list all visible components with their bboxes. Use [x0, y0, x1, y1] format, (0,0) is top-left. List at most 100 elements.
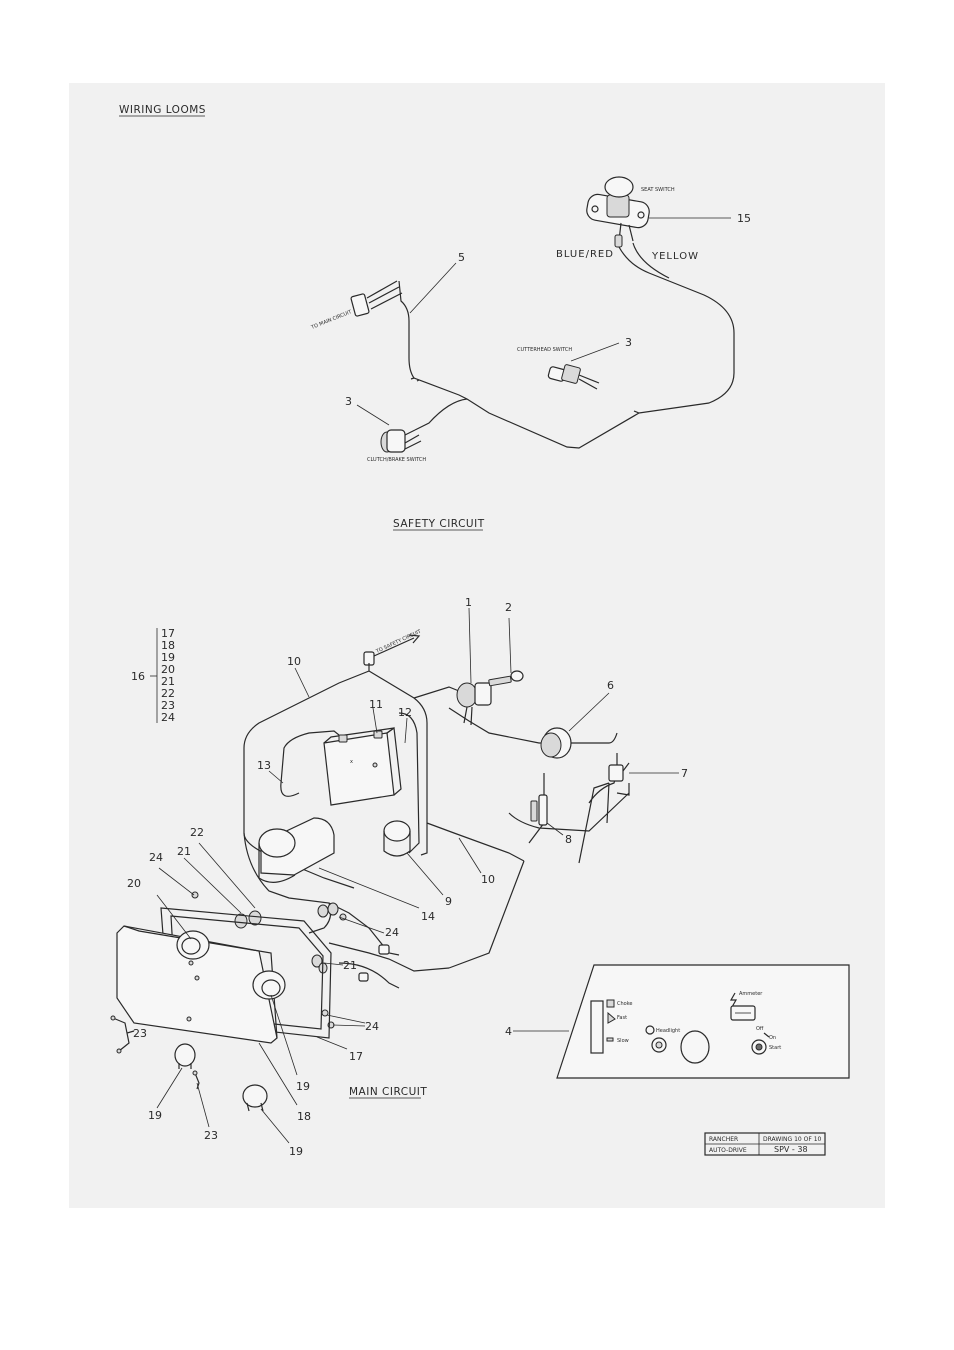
gauge-hole	[680, 1030, 710, 1064]
screw-23-pair	[110, 1015, 135, 1054]
cutterhead-switch	[547, 364, 600, 390]
leader-12	[404, 717, 408, 744]
leader-3-clutch	[356, 404, 390, 426]
leader-19a	[270, 994, 298, 1076]
safety-circuit: SEAT SWITCH 15 BLUE/RED YELLOW TO MAIN C…	[310, 176, 751, 531]
leader-6	[568, 692, 610, 732]
callout-24c: 24	[365, 1020, 379, 1033]
title-block: RANCHER DRAWING 10 OF 10 AUTO-DRIVE SPV …	[704, 1132, 826, 1156]
screw-23-single	[192, 1070, 200, 1090]
headlight-icon	[645, 1025, 655, 1035]
callout-24a: 24	[149, 851, 163, 864]
svg-text:x: x	[350, 759, 353, 765]
callout-4: 4	[505, 1025, 512, 1038]
seat-switch	[586, 176, 650, 248]
control-panel: 4 Choke Fast Slow Headlight Ammeter Off …	[505, 964, 850, 1079]
fast-label: Fast	[617, 1015, 627, 1021]
off-label: Off	[756, 1026, 764, 1032]
callout-7: 7	[681, 767, 688, 780]
off-on-arrow	[763, 1032, 770, 1038]
choke-label: Choke	[617, 1001, 633, 1007]
gauge	[540, 727, 572, 759]
slow-marker	[606, 1037, 614, 1042]
group-item: 22	[161, 687, 175, 700]
leader-14	[318, 867, 420, 909]
group-item: 23	[161, 699, 175, 712]
group-item: 17	[161, 627, 175, 640]
ignition-switch	[456, 682, 492, 726]
safety-circuit-title: SAFETY CIRCUIT	[393, 518, 485, 530]
bulb-19-loose-1	[174, 1043, 196, 1069]
callout-6: 6	[607, 679, 614, 692]
to-main-circuit-connector	[350, 280, 403, 317]
leader-19c	[260, 1108, 290, 1144]
callout-15: 15	[737, 212, 751, 225]
starter-solenoid	[258, 817, 335, 883]
callout-1: 1	[465, 596, 472, 609]
clutch-brake-switch-label: CLUTCH/BRAKE SWITCH	[367, 457, 426, 463]
relay	[383, 820, 411, 857]
group-item: 19	[161, 651, 175, 664]
callout-13: 13	[257, 759, 271, 772]
slow-label: Slow	[617, 1038, 629, 1044]
callout-11: 11	[369, 698, 383, 711]
leader-11	[372, 707, 378, 734]
group-item: 24	[161, 711, 175, 724]
battery-leads	[280, 712, 420, 854]
leader-10b	[458, 837, 482, 874]
leader-17	[316, 1036, 348, 1050]
headlight-label: Headlight	[656, 1028, 680, 1034]
sheet-title: WIRING LOOMS	[119, 104, 206, 116]
leader-9	[406, 852, 444, 896]
callout-18: 18	[297, 1110, 311, 1123]
wire-yellow-label: YELLOW	[651, 251, 699, 262]
callout-12: 12	[398, 706, 412, 719]
clutch-brake-switch	[380, 429, 422, 453]
leader-24c-2	[332, 1024, 366, 1027]
group-item: 18	[161, 639, 175, 652]
callout-2: 2	[505, 601, 512, 614]
ignition-key	[488, 670, 524, 687]
leader-24a	[158, 867, 195, 896]
callout-19a: 19	[296, 1080, 310, 1093]
wiring-diagram: WIRING LOOMS SEAT SWITCH 15 BLUE/RED YEL…	[110, 104, 850, 1158]
callout-21a: 21	[177, 845, 191, 858]
title-block-product: RANCHER	[709, 1136, 738, 1143]
callout-23b: 23	[204, 1129, 218, 1142]
callout-17: 17	[349, 1050, 363, 1063]
throttle-slot	[590, 1000, 604, 1054]
battery: x	[323, 726, 402, 806]
callout-8: 8	[565, 833, 572, 846]
toggle-switch	[608, 762, 630, 782]
callout-23a: 23	[133, 1027, 147, 1040]
leader-21a	[183, 857, 242, 914]
leader-21b	[323, 962, 344, 966]
leader-5	[409, 262, 457, 314]
title-block-model: AUTO-DRIVE	[709, 1147, 747, 1154]
bulb-19-inner	[261, 979, 281, 997]
ammeter-label: Ammeter	[739, 991, 763, 997]
drawing-sheet: WIRING LOOMS SEAT SWITCH 15 BLUE/RED YEL…	[69, 83, 885, 1208]
leader-19b	[156, 1067, 183, 1109]
callout-24b: 24	[385, 926, 399, 939]
bulb-20	[181, 937, 201, 955]
callout-10b: 10	[481, 873, 495, 886]
safety-loom	[398, 242, 735, 449]
callout-22: 22	[190, 826, 204, 839]
fast-marker	[607, 1011, 616, 1024]
group-item: 21	[161, 675, 175, 688]
leader-22	[198, 842, 256, 909]
callout-19b: 19	[148, 1109, 162, 1122]
on-label: On	[769, 1035, 776, 1041]
callout-14: 14	[421, 910, 435, 923]
leader-2	[508, 617, 512, 674]
callout-19c: 19	[289, 1145, 303, 1158]
lamp-housing	[116, 925, 286, 1044]
callout-3-clutch: 3	[345, 395, 352, 408]
bulb-sockets	[191, 891, 390, 1029]
main-circuit: 16 17 18 19 20 21 22 23 24 TO SAFETY CIR…	[110, 596, 688, 1158]
leader-18	[258, 1042, 298, 1106]
callout-16: 16	[131, 670, 145, 683]
title-block-drawing-no: DRAWING 10 OF 10	[763, 1136, 822, 1143]
main-circuit-title: MAIN CIRCUIT	[349, 1086, 427, 1098]
